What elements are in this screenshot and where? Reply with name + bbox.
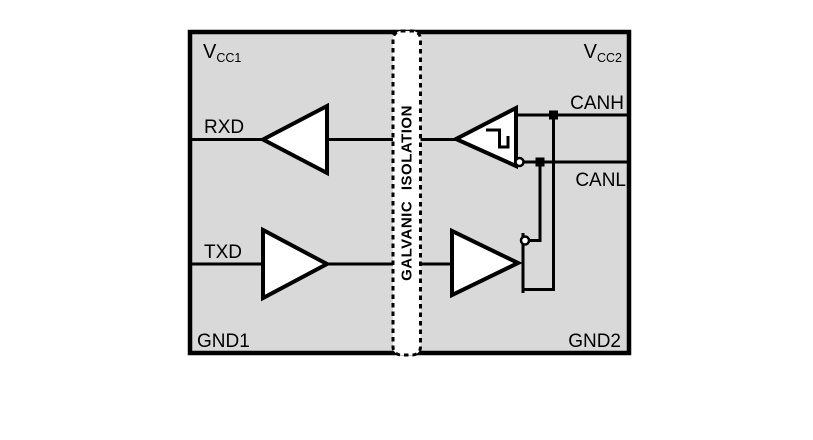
txd-label: TXD <box>204 242 242 263</box>
rxd-buffer-triangle <box>258 102 329 177</box>
vcc2-label: VCC2 <box>584 41 622 65</box>
gnd1-label: GND1 <box>197 331 250 352</box>
galvanic-isolation-barrier <box>391 29 422 357</box>
gnd2-label: GND2 <box>568 331 621 352</box>
receiver-inverting-bubble <box>514 156 525 168</box>
canl-junction-dot <box>535 157 545 167</box>
vcc1-label: VCC1 <box>203 41 241 65</box>
driver-inverting-bubble <box>519 235 531 246</box>
canh-junction-dot <box>549 110 558 120</box>
can-receiver-triangle <box>451 104 518 170</box>
can-driver-triangle <box>450 227 523 299</box>
canh-label: CANH <box>570 93 624 114</box>
hysteresis-icon <box>486 128 510 149</box>
canl-label: CANL <box>575 170 626 191</box>
canh-branch-wire <box>523 115 555 291</box>
txd-buffer-triangle <box>261 226 332 302</box>
rxd-label: RXD <box>204 117 244 138</box>
isolation-label: GALVANIC ISOLATION <box>398 105 415 281</box>
canl-branch-wire <box>529 162 542 242</box>
